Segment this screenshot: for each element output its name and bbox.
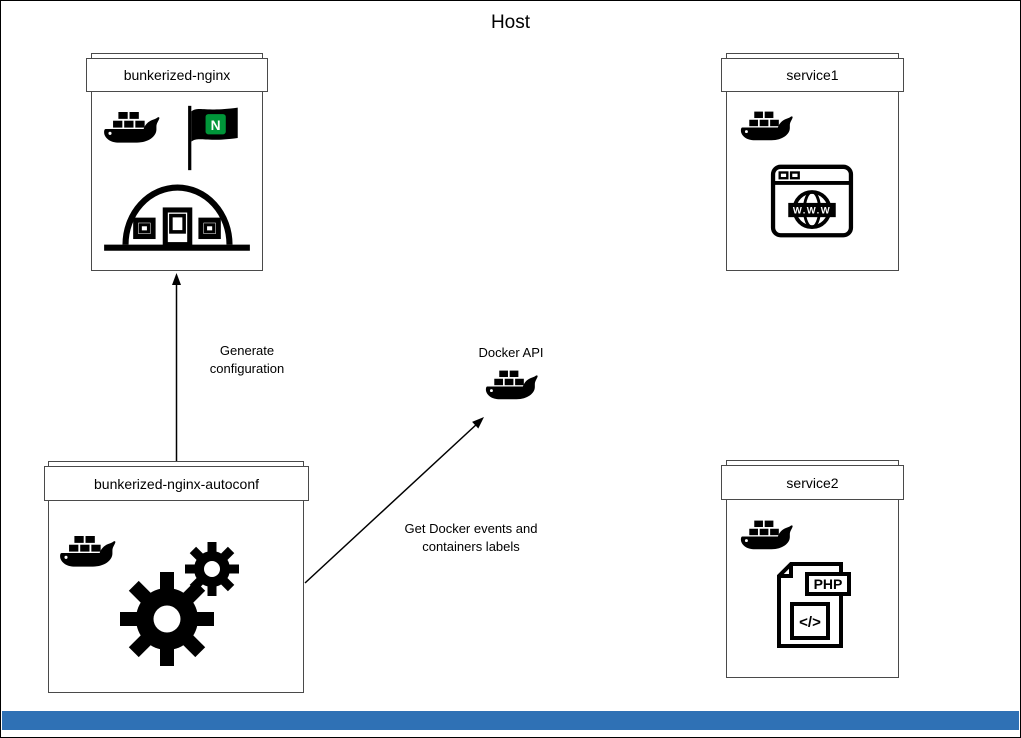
docker-api-label: Docker API	[478, 345, 544, 360]
docker-events-arrow	[304, 417, 484, 584]
docker-whale-icon	[485, 369, 539, 400]
nginx-letter: N	[211, 118, 221, 133]
service1-node-header: service1	[721, 58, 904, 92]
gears-icon	[120, 542, 239, 666]
docker-whale-icon	[740, 110, 794, 141]
www-browser-icon: W.W.W	[770, 164, 854, 238]
large-gear	[120, 572, 214, 666]
bottom-bar	[2, 711, 1019, 730]
service1-label: service1	[786, 67, 839, 83]
nginx-green-badge	[205, 114, 226, 135]
small-gear	[185, 542, 239, 596]
code-text: </>	[799, 614, 821, 631]
bunker-icon	[104, 184, 250, 251]
bunkerized-nginx-label: bunkerized-nginx	[123, 67, 231, 83]
generate-configuration-edge-label: Generate configuration	[209, 343, 285, 376]
docker-whale-icon	[103, 111, 160, 144]
bunkerized-nginx-autoconf-node-header: bunkerized-nginx-autoconf	[44, 466, 309, 501]
host-title: Host	[490, 12, 531, 33]
service2-label: service2	[786, 474, 839, 491]
generate-configuration-arrow	[172, 273, 181, 461]
php-file-icon: PHP </>	[777, 562, 851, 648]
bunkerized-nginx-autoconf-label: bunkerized-nginx-autoconf	[94, 475, 259, 492]
nginx-flag-icon: N	[188, 105, 238, 171]
service2-node-header: service2	[721, 465, 904, 500]
docker-events-edge-label: Get Docker events and containers labels	[404, 521, 538, 554]
docker-whale-icon	[740, 519, 794, 550]
bunkerized-nginx-node-header: bunkerized-nginx	[86, 58, 268, 92]
php-text: PHP	[814, 576, 843, 592]
www-text: W.W.W	[793, 205, 831, 216]
